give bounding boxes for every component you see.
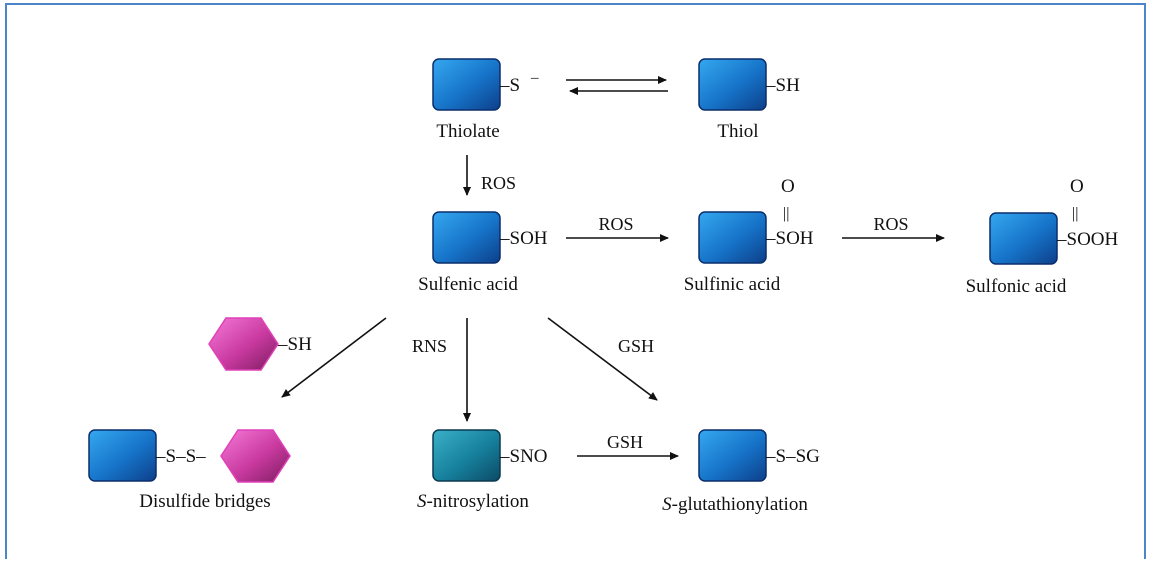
sulfonic-double-bond: || <box>1072 205 1078 222</box>
rns-label: RNS <box>412 336 447 356</box>
gsh-arrow-sulfenic-glutathionylation <box>547 317 658 401</box>
thiol-group: –SH <box>765 75 800 96</box>
sulfenic-label: Sulfenic acid <box>418 274 518 295</box>
sulfonic-group: –SOOH <box>1056 229 1119 250</box>
thiolate-protein <box>432 58 501 111</box>
thiolate-group: –S <box>499 75 520 96</box>
gsh-label-1: GSH <box>618 336 654 356</box>
glutathionylation-group: –S–SG <box>765 446 820 467</box>
nitrosylation-group: –SNO <box>499 446 548 467</box>
diagram-frame <box>5 3 1146 559</box>
thiol-label: Thiol <box>717 121 758 142</box>
sulfenic-group: –SOH <box>499 228 548 249</box>
sulfonic-protein <box>989 212 1058 265</box>
ros-label-1: ROS <box>481 173 516 193</box>
arrow-sulfenic-disulfide <box>281 317 387 398</box>
gsh-label-2: GSH <box>607 432 643 452</box>
sulfonic-label: Sulfonic acid <box>966 276 1067 297</box>
sulfinic-double-bond: || <box>783 205 789 222</box>
ros-label-3: ROS <box>873 214 908 234</box>
nitrosylation-protein <box>432 429 501 482</box>
thiol-protein <box>698 58 767 111</box>
nitrosylation-label: S-nitrosylation <box>417 491 529 512</box>
glutathionylation-label: S-glutathionylation <box>662 494 808 515</box>
thiolate-charge: – <box>530 70 539 86</box>
sulfinic-oxo: O <box>781 176 795 197</box>
disulfide-group: –S–S– <box>155 446 206 467</box>
nitrosylation-label-italic: S <box>417 491 427 512</box>
sulfinic-protein <box>698 211 767 264</box>
sulfonic-oxo: O <box>1070 176 1084 197</box>
glutathionylation-label-italic: S <box>662 494 672 515</box>
glutathionylation-protein <box>698 429 767 482</box>
free-thiol-group: –SH <box>277 334 312 355</box>
sulfinic-label: Sulfinic acid <box>684 274 781 295</box>
sulfinic-group: –SOH <box>765 228 814 249</box>
sulfenic-protein <box>432 211 501 264</box>
free-thiol-hexagon <box>208 317 279 371</box>
thiolate-label: Thiolate <box>436 121 499 142</box>
nitrosylation-label-rest: -nitrosylation <box>427 491 530 512</box>
ros-label-2: ROS <box>598 214 633 234</box>
disulfide-hexagon <box>220 429 291 483</box>
disulfide-label: Disulfide bridges <box>139 491 270 512</box>
glutathionylation-label-rest: -glutathionylation <box>672 494 809 515</box>
disulfide-protein <box>88 429 157 482</box>
